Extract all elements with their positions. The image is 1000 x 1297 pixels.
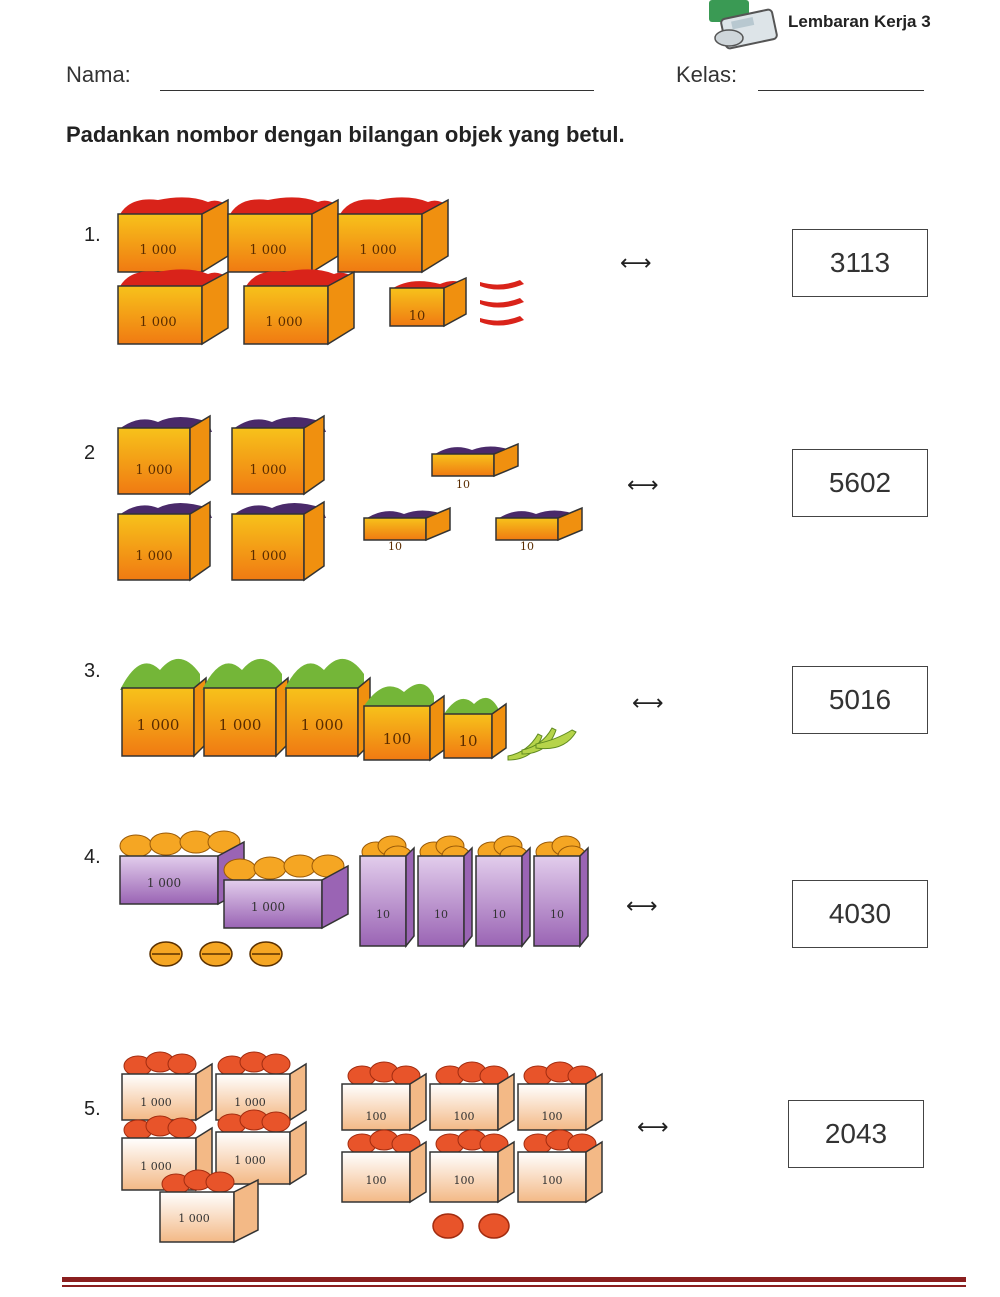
name-field[interactable] — [160, 90, 594, 91]
apple-boxes-image: 1 000 1 000 1 000 1 000 1 000 100 100 10… — [121, 1051, 603, 1244]
question-number: 5. — [84, 1098, 101, 1120]
chili-boxes-image: 1 000 1 000 1 000 1 000 1 000 10 — [117, 197, 524, 346]
box-label: 100 — [542, 1110, 563, 1123]
footer-rule — [62, 1277, 966, 1282]
box-label: 1 000 — [249, 549, 286, 564]
answer-box[interactable]: 4030 — [792, 880, 928, 948]
eggplant-boxes-image: 1 000 1 000 1 000 1 000 10 10 10 — [117, 414, 583, 582]
match-arrow[interactable]: ⟷ — [637, 1114, 669, 1139]
green-chili-boxes-image: 1 000 1 000 1 000 100 10 — [120, 658, 577, 762]
box-label: 100 — [454, 1110, 475, 1123]
box-label: 100 — [366, 1110, 387, 1123]
box-label: 1 000 — [234, 1154, 266, 1167]
question-number: 4. — [84, 846, 101, 868]
box-label: 10 — [388, 540, 402, 553]
box-label: 1 000 — [140, 1096, 172, 1109]
box-label: 10 — [456, 478, 470, 491]
box-label: 10 — [376, 908, 390, 921]
question-number: 1. — [84, 224, 101, 246]
box-label: 10 — [458, 732, 477, 750]
box-label: 1 000 — [234, 1096, 266, 1109]
box-label: 100 — [383, 730, 412, 748]
box-label: 1 000 — [249, 243, 286, 258]
box-label: 1 000 — [139, 315, 176, 330]
match-arrow[interactable]: ⟷ — [632, 690, 664, 715]
answer-box[interactable]: 5016 — [792, 666, 928, 734]
name-label: Nama: — [66, 62, 131, 87]
box-label: 1 000 — [301, 716, 344, 734]
box-label: 10 — [434, 908, 448, 921]
box-label: 1 000 — [359, 243, 396, 258]
box-label: 100 — [366, 1174, 387, 1187]
box-label: 100 — [454, 1174, 475, 1187]
box-label: 10 — [492, 908, 506, 921]
box-label: 10 — [550, 908, 564, 921]
box-label: 1 000 — [147, 876, 181, 890]
box-label: 1 000 — [178, 1212, 210, 1225]
class-label: Kelas: — [676, 62, 738, 87]
box-label: 10 — [520, 540, 534, 553]
box-label: 1 000 — [135, 549, 172, 564]
box-label: 1 000 — [265, 315, 302, 330]
box-label: 1 000 — [251, 900, 285, 914]
answer-box[interactable]: 3113 — [792, 229, 928, 297]
box-label: 1 000 — [139, 243, 176, 258]
box-label: 10 — [409, 309, 426, 324]
match-arrow[interactable]: ⟷ — [620, 250, 652, 275]
box-label: 1 000 — [219, 716, 262, 734]
box-label: 1 000 — [249, 463, 286, 478]
box-label: 1 000 — [140, 1160, 172, 1173]
question-number: 3. — [84, 660, 101, 682]
calculator-logo-icon — [705, 0, 785, 52]
question-number: 2 — [84, 442, 96, 464]
class-field[interactable] — [758, 90, 924, 91]
footer-rule-thin — [62, 1285, 966, 1287]
instruction: Padankan nombor dengan bilangan objek ya… — [66, 122, 625, 147]
box-label: 1 000 — [135, 463, 172, 478]
box-label: 1 000 — [137, 716, 180, 734]
answer-box[interactable]: 2043 — [788, 1100, 924, 1168]
box-label: 100 — [542, 1174, 563, 1187]
orange-boxes-image: 1 000 1 000 10 10 10 10 — [119, 830, 589, 967]
match-arrow[interactable]: ⟷ — [627, 472, 659, 497]
answer-box[interactable]: 5602 — [792, 449, 928, 517]
match-arrow[interactable]: ⟷ — [626, 893, 658, 918]
worksheet-title: Lembaran Kerja 3 — [788, 12, 931, 31]
